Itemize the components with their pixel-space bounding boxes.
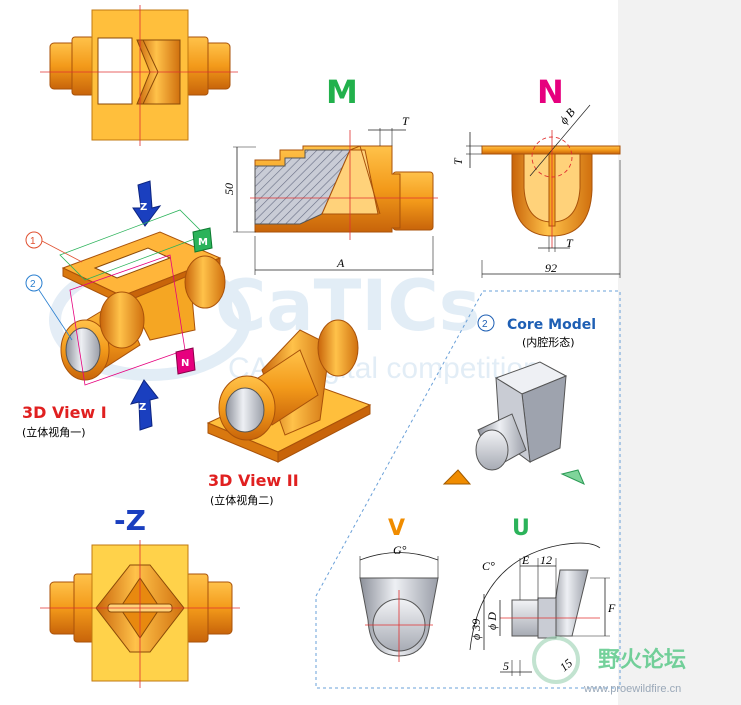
core-number: 2: [482, 319, 488, 330]
dim-u-12: 12: [540, 553, 552, 567]
dim-u-f: F: [607, 601, 616, 615]
site-cn: 野火论坛: [598, 647, 686, 673]
view-v-drawing: [359, 552, 439, 662]
tag-z-bottom: Z: [139, 402, 146, 413]
core-panel-border: [315, 290, 621, 689]
view-3d-2-drawing: [206, 319, 372, 463]
dim-u-phid: ϕ D: [485, 612, 499, 630]
section-n-label: N: [537, 73, 564, 111]
view-3d-2-title: 3D View II: [208, 471, 299, 490]
callout-1: 1: [30, 236, 36, 247]
callout-2: 2: [30, 279, 36, 290]
core-model-title: Core Model: [507, 317, 596, 333]
dim-m-50: 50: [222, 183, 236, 195]
dim-n-t-left: T: [451, 157, 465, 165]
dim-u-phi39: ϕ 39: [469, 619, 483, 640]
core-model-drawing: [442, 361, 585, 485]
site-url: www.proewildfire.cn: [583, 683, 681, 695]
dim-m-t: T: [402, 114, 410, 128]
view-u-label: U: [512, 516, 530, 541]
view-3d-2-subtitle: (立体视角二): [210, 493, 274, 507]
view-3d-1-subtitle: (立体视角一): [22, 425, 86, 439]
tag-n: N: [181, 358, 189, 369]
site-watermark: 野火论坛 www.proewildfire.cn: [532, 636, 686, 695]
minus-z-drawing: [40, 540, 240, 688]
section-m-drawing: [233, 128, 438, 275]
section-m-label: M: [326, 73, 358, 111]
view-3d-1-title: 3D View I: [22, 403, 107, 422]
section-n-drawing: [466, 104, 621, 278]
core-model-subtitle: (内腔形态): [522, 335, 575, 349]
view-u-drawing: [469, 542, 610, 676]
view-v-label: V: [388, 516, 405, 541]
view-3d-1-drawing: [25, 180, 226, 431]
dim-v-g: G°: [393, 543, 407, 557]
tag-m: M: [198, 237, 208, 248]
side-panel: [618, 0, 741, 705]
dim-m-a: A: [336, 256, 345, 270]
dim-u-c: C°: [482, 559, 495, 573]
view-minus-z-label: -Z: [114, 504, 146, 537]
dim-u-5: 5: [503, 659, 509, 673]
dim-n-92: 92: [545, 261, 557, 275]
tag-z-top: Z: [140, 202, 147, 213]
dim-u-e: E: [521, 553, 530, 567]
dim-n-t-bottom: T: [566, 236, 574, 250]
top-view: [40, 5, 238, 146]
core-number-circle: [477, 314, 495, 332]
